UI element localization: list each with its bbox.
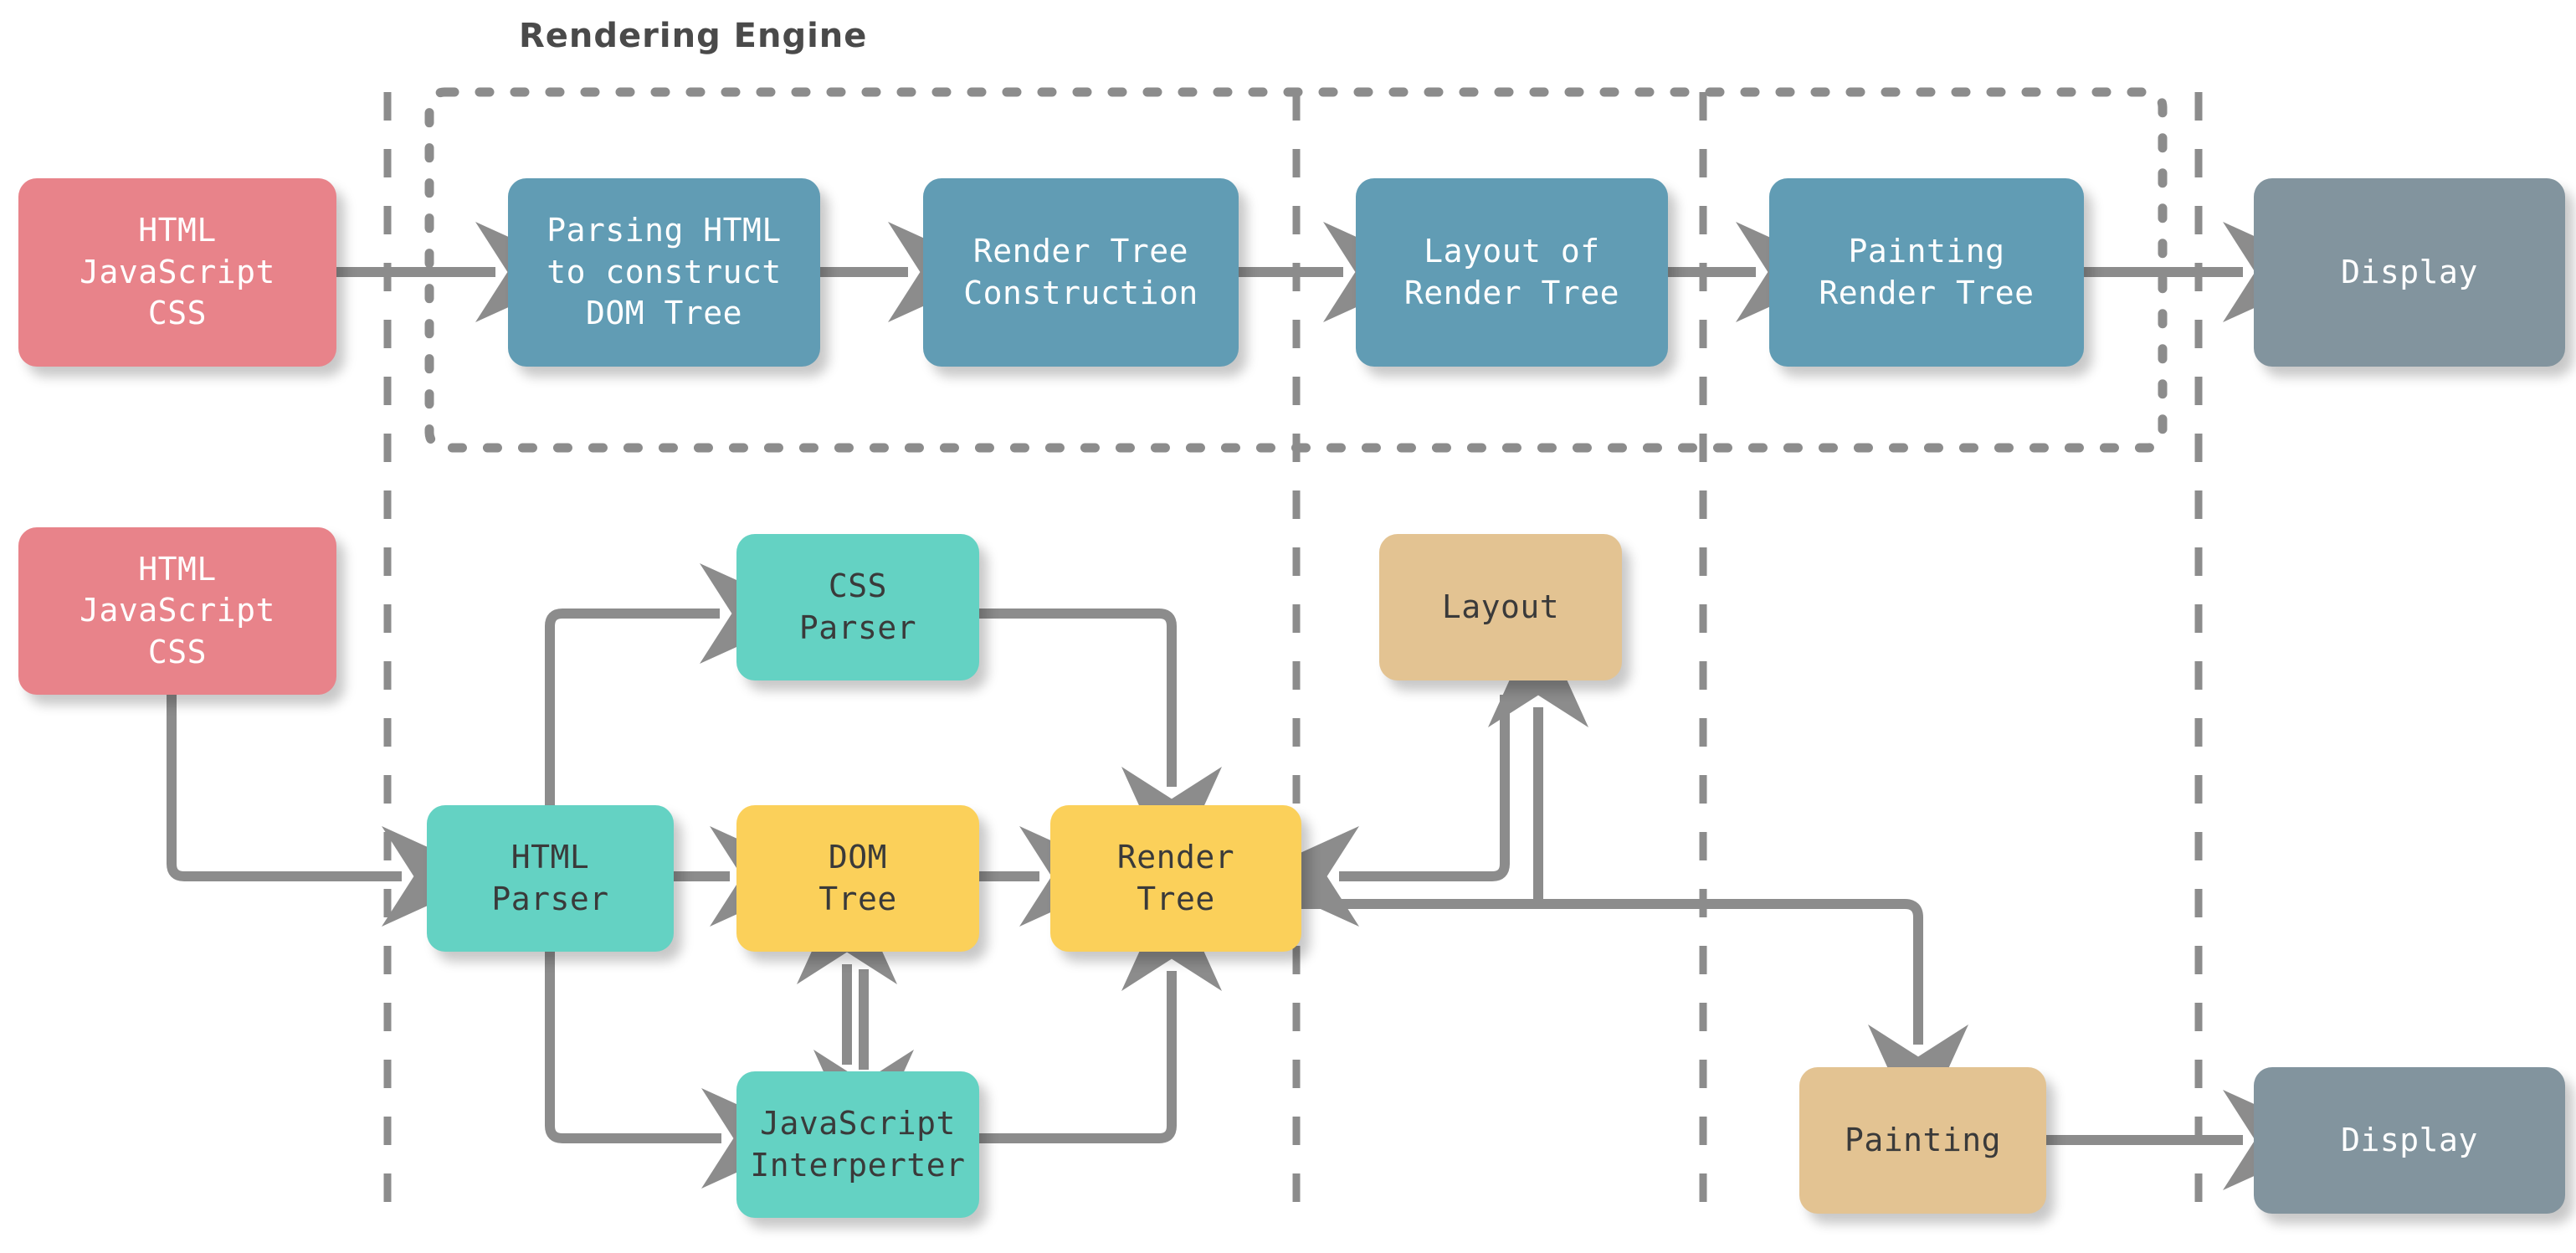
arrow-html-parser-to-js-interpreter [545,881,812,1189]
node-render-tree[interactable]: Render Tree [1050,805,1301,952]
node-javascript-interpreter[interactable]: JavaScript Interperter [736,1071,979,1218]
node-painting-render-tree[interactable]: Painting Render Tree [1769,178,2084,367]
rendering-engine-boundary [424,87,2168,453]
bottom-row-connectors [167,563,2333,1190]
node-parsing-html[interactable]: Parsing HTML to construct DOM Tree [508,178,820,367]
node-html-parser[interactable]: HTML Parser [427,805,674,952]
node-painting[interactable]: Painting [1799,1067,2046,1214]
node-display-top[interactable]: Display [2254,178,2565,367]
arrow-render-tree-to-painting [1301,899,1968,1135]
node-render-tree-construction[interactable]: Render Tree Construction [923,178,1239,367]
phase-divider-group [383,92,2203,1218]
node-dom-tree[interactable]: DOM Tree [736,805,979,952]
node-css-parser[interactable]: CSS Parser [736,534,979,680]
node-display-bottom[interactable]: Display [2254,1067,2565,1214]
page-title: Rendering Engine [519,17,868,55]
node-layout-of-render-tree[interactable]: Layout of Render Tree [1356,178,1668,367]
arrow-source-to-html-parser [167,695,492,927]
node-source-top[interactable]: HTML JavaScript CSS [18,178,336,367]
arrow-layout-to-render-tree [1249,695,1510,927]
node-layout[interactable]: Layout [1379,534,1622,680]
arrow-css-parser-to-render-tree [979,609,1222,877]
arrow-html-parser-to-css-parser [545,563,810,872]
node-source-bottom[interactable]: HTML JavaScript CSS [18,527,336,695]
arrow-js-interpreter-to-render-tree [979,881,1222,1143]
